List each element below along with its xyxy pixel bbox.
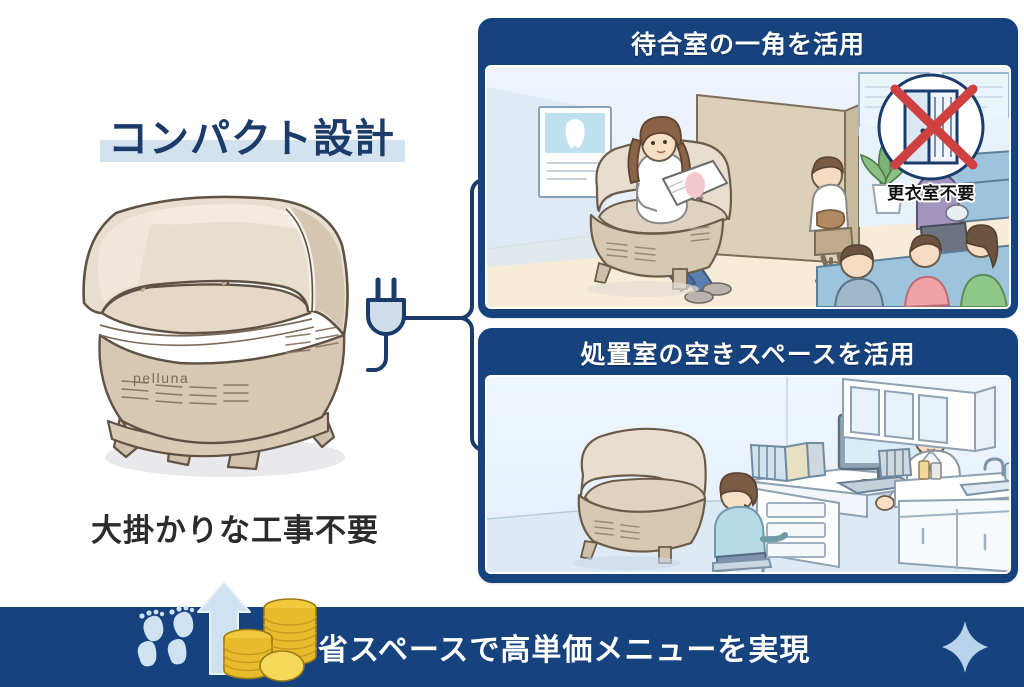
device-illustration: pelluna — [60, 185, 380, 485]
footprints-icon — [137, 605, 195, 667]
connector-with-plug — [360, 170, 492, 550]
coins-icon — [223, 598, 317, 682]
banner-icon-group — [130, 581, 320, 687]
svg-text:pelluna: pelluna — [133, 370, 189, 386]
sparkle-icon — [942, 621, 988, 673]
no-changing-room-label: 更衣室不要 — [887, 184, 975, 203]
panel-treatment-room-title: 処置室の空きスペースを活用 — [580, 341, 916, 369]
power-plug-icon — [366, 277, 406, 372]
panel-treatment-room-header: 処置室の空きスペースを活用 — [481, 331, 1015, 375]
panel-treatment-room[interactable]: 処置室の空きスペースを活用 — [478, 328, 1018, 583]
panel-waiting-room-scene: 更衣室不要 — [485, 65, 1011, 309]
panel-waiting-room[interactable]: 待合室の一角を活用 — [478, 18, 1018, 318]
compact-design-title: コンパクト設計 — [100, 106, 405, 164]
changing-room-crossed-out-icon — [877, 73, 985, 181]
panel-treatment-room-scene — [485, 375, 1011, 574]
bottom-banner: 省スペースで高単価メニューを実現 — [0, 581, 1024, 687]
title-highlight-band — [100, 140, 405, 162]
page-title: コンパクト設計 — [108, 117, 395, 161]
panel-waiting-room-header: 待合室の一角を活用 — [481, 21, 1015, 65]
no-construction-caption: 大掛かりな工事不要 — [91, 513, 379, 548]
left-column: コンパクト設計 — [0, 0, 470, 600]
panel-waiting-room-title: 待合室の一角を活用 — [630, 31, 865, 59]
banner-message: 省スペースで高単価メニューを実現 — [318, 634, 811, 667]
no-changing-room-badge: 更衣室不要 — [861, 69, 1001, 219]
